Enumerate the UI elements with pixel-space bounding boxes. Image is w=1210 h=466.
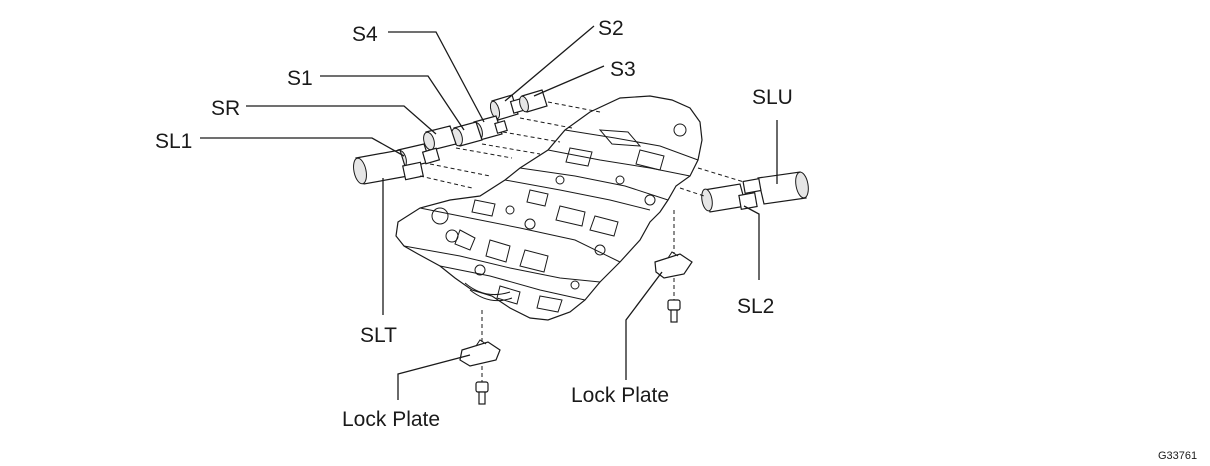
leader-lines [200, 25, 778, 400]
solenoid-slt [353, 149, 424, 185]
label-sl2: SL2 [737, 295, 774, 318]
installation-lines [419, 101, 745, 382]
label-s1: S1 [287, 67, 313, 90]
label-slt: SLT [360, 324, 397, 347]
label-lock-plate-right: Lock Plate [571, 384, 669, 407]
label-sl1: SL1 [155, 130, 192, 153]
lock-plate-left-part [459, 339, 501, 367]
label-s3: S3 [610, 58, 636, 81]
solenoid-sl1 [395, 143, 441, 169]
solenoid-s3 [519, 89, 548, 113]
label-s4: S4 [352, 23, 378, 46]
lock-plate-right-part [654, 251, 693, 279]
solenoid-s1 [451, 121, 483, 147]
label-lock-plate-left: Lock Plate [342, 408, 440, 431]
solenoid-sr [423, 125, 457, 151]
label-sr: SR [211, 97, 240, 120]
solenoid-slu [742, 171, 809, 205]
solenoid-sl2 [701, 183, 758, 213]
bolt-left [475, 381, 489, 405]
label-slu: SLU [752, 86, 793, 109]
valve-body [395, 95, 703, 321]
label-s2: S2 [598, 17, 624, 40]
bolt-right [667, 299, 681, 323]
figure-code: G33761 [1158, 450, 1197, 462]
solenoid-s2 [489, 94, 525, 121]
